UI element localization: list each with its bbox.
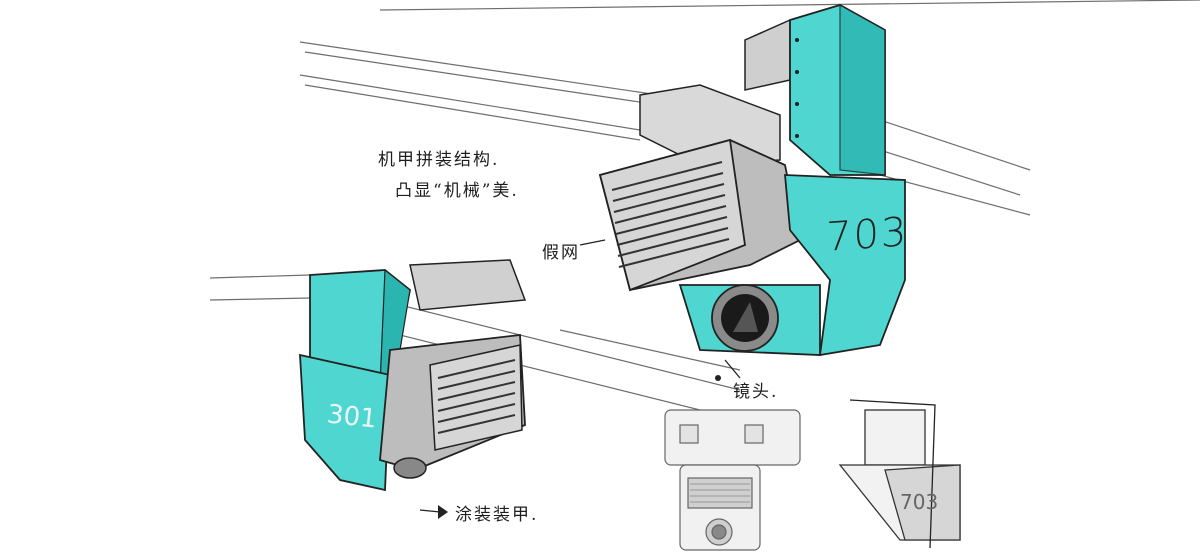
left-grille-slats xyxy=(437,359,516,434)
annotation-arrows xyxy=(419,239,741,513)
front-view-sketch xyxy=(664,409,801,551)
arrow-icon-lens xyxy=(715,375,721,381)
left-camera-sketch xyxy=(299,259,527,492)
annotation-mechanical-beauty: 凸显“机械”美. xyxy=(395,181,519,201)
right-grille-slats xyxy=(611,161,730,268)
model-number-large: 703 xyxy=(826,209,909,261)
annotation-fake-grille: 假网 xyxy=(542,243,580,263)
model-number-left: 301 xyxy=(325,399,379,435)
model-number-small: 703 xyxy=(900,490,939,514)
right-lens-icon xyxy=(711,284,779,352)
left-teal-armor-plate xyxy=(299,353,391,492)
left-mount-block xyxy=(409,259,527,311)
right-camera-sketch xyxy=(598,3,906,357)
side-view-sketch xyxy=(838,399,961,549)
right-mount-block xyxy=(639,84,781,166)
annotation-painted-armor: 涂装装甲. xyxy=(455,505,539,525)
annotation-structure: 机甲拼装结构. xyxy=(378,150,500,170)
annotation-lens: 镜头. xyxy=(733,382,779,402)
right-teal-armor-plate xyxy=(784,174,906,357)
arrow-icon-finish xyxy=(438,505,448,519)
